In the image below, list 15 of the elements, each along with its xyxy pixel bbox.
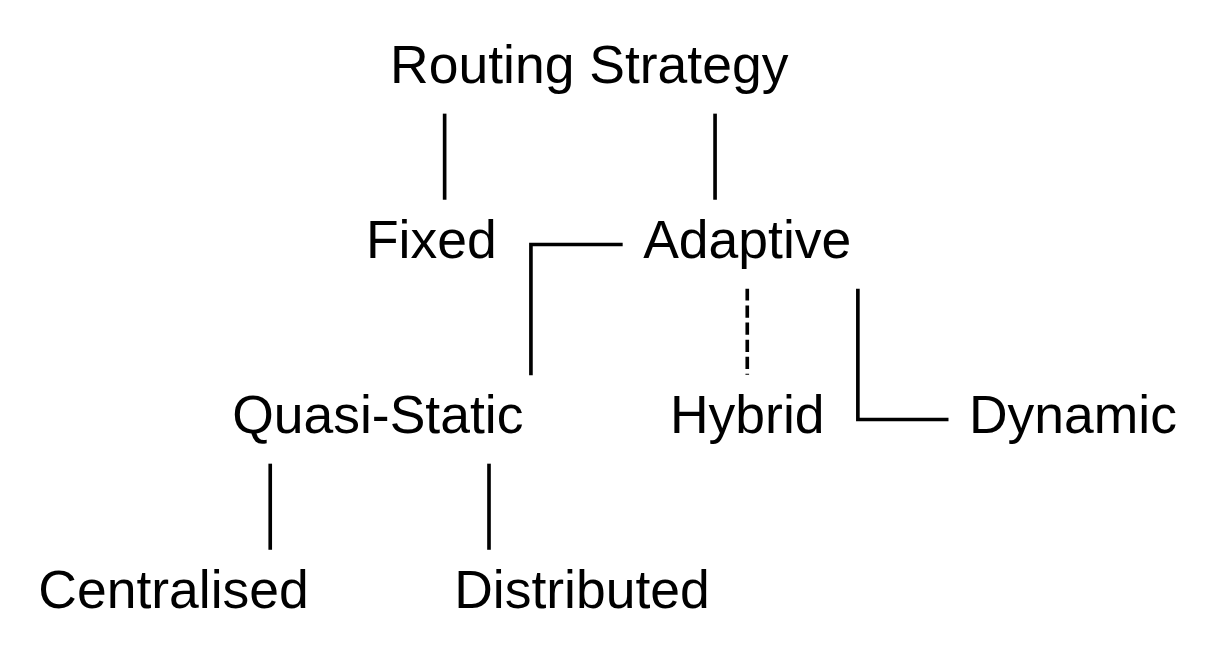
connector: [856, 288, 949, 421]
node-text: Distributed: [454, 559, 710, 619]
node-text: Quasi-Static: [232, 384, 524, 444]
connector: [713, 113, 717, 200]
node-text: Routing Strategy: [390, 34, 789, 94]
node-text: Adaptive: [643, 209, 852, 269]
connector: [442, 113, 447, 200]
node-text: Hybrid: [670, 384, 825, 444]
connector: [487, 463, 491, 550]
connector: [529, 242, 623, 375]
connector: [745, 288, 750, 375]
connector: [268, 463, 273, 550]
node-text: Centralised: [38, 559, 309, 619]
node-text: Fixed: [365, 209, 497, 269]
node-text: Dynamic: [969, 384, 1177, 444]
